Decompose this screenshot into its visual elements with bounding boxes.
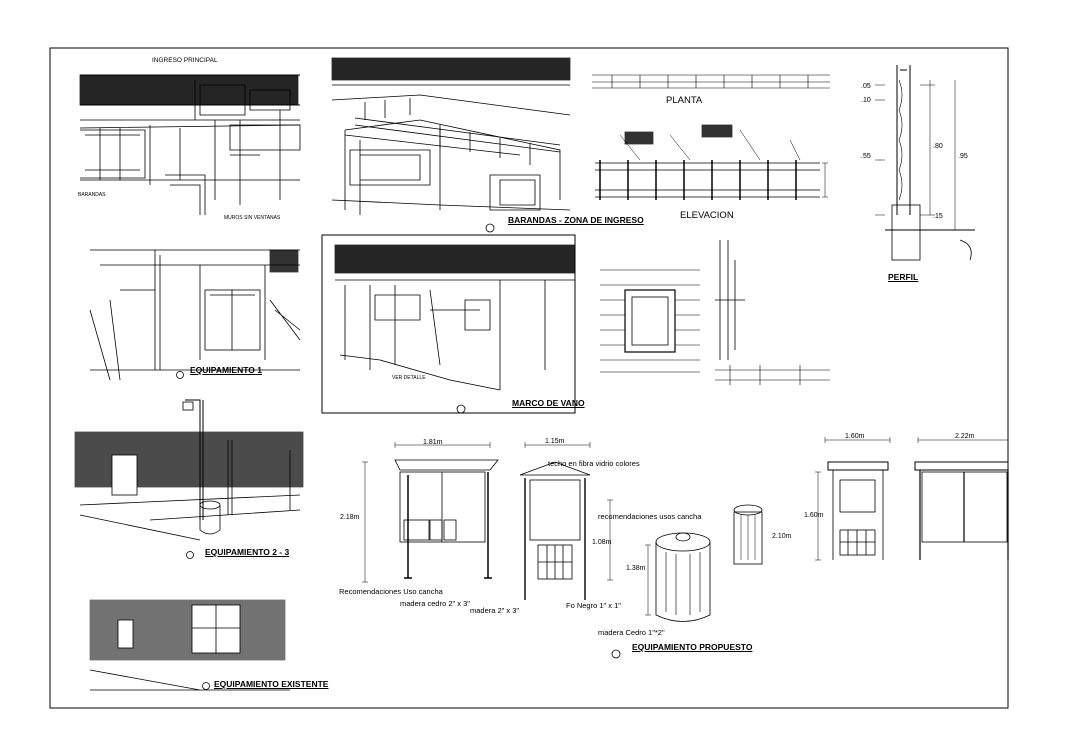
label-recomendaciones-cancha: Recomendaciones Uso cancha — [339, 587, 443, 596]
panel-perfil — [875, 65, 975, 261]
label-ingreso-principal: INGRESO PRINCIPAL — [152, 57, 218, 64]
dim-05: .05 — [861, 83, 871, 90]
dim-160: 1.60m — [845, 433, 865, 440]
panel-equipamiento-2-3 — [74, 399, 304, 559]
label-barandas: BARANDAS — [78, 192, 106, 198]
title-perfil: PERFIL — [888, 272, 919, 282]
title-equipamiento-2-3: EQUIPAMIENTO 2 - 3 — [205, 547, 290, 557]
title-equipamiento-propuesto: EQUIPAMIENTO PROPUESTO — [632, 642, 753, 652]
dim-55: .55 — [861, 153, 871, 160]
dim-95: .95 — [958, 153, 968, 160]
dim-108: 1.08m — [592, 539, 612, 546]
title-equipamiento-1: EQUIPAMIENTO 1 — [190, 365, 262, 375]
dim-222: 2.22m — [955, 433, 975, 440]
title-planta: PLANTA — [666, 95, 703, 106]
panel-marco-de-vano — [321, 234, 576, 414]
panel-ingreso-principal — [79, 74, 301, 215]
title-elevacion: ELEVACION — [680, 210, 734, 221]
label-madera-cedro: madera cedro 2" x 3" — [400, 599, 470, 608]
dim-210: 2.10m — [772, 533, 792, 540]
dim-160b: 1.60m — [804, 512, 824, 519]
label-techo-fibra: techo en fibra vidrio colores — [548, 459, 640, 468]
panel-planta-elevacion — [592, 74, 830, 200]
dim-181: 1.81m — [423, 439, 443, 446]
label-madera-2x3: madera 2" x 3" — [470, 606, 520, 615]
panel-equipamiento-existente — [89, 599, 290, 691]
panel-equipamiento-propuesto — [362, 442, 763, 659]
label-recomendaciones-uso: recomendaciones usos cancha — [598, 512, 702, 521]
title-equipamiento-existente: EQUIPAMIENTO EXISTENTE — [214, 679, 329, 689]
panel-marco-detail — [600, 240, 830, 385]
label-muros-ventanas: MUROS SIN VENTANAS — [224, 215, 281, 221]
dim-218: 2.18m — [340, 514, 360, 521]
panel-right-elevations — [815, 437, 1009, 561]
title-barandas: BARANDAS - ZONA DE INGRESO — [508, 215, 644, 225]
dim-10: .10 — [861, 97, 871, 104]
label-madera-cedro-small: madera Cedro 1"*2" — [598, 628, 665, 637]
dim-138: 1.38m — [626, 565, 646, 572]
label-fo-negro: Fo Negro 1" x 1" — [566, 601, 621, 610]
dim-15: .15 — [933, 213, 943, 220]
dim-115: 1.15m — [545, 438, 565, 445]
sheet-border — [49, 47, 1009, 709]
title-marco-de-vano: MARCO DE VANO — [512, 398, 585, 408]
label-ver-detalle: VER DETALLE — [392, 375, 426, 381]
dim-80: .80 — [933, 143, 943, 150]
panel-barandas-perspective — [331, 57, 571, 215]
panel-equipamiento-1 — [89, 249, 301, 381]
